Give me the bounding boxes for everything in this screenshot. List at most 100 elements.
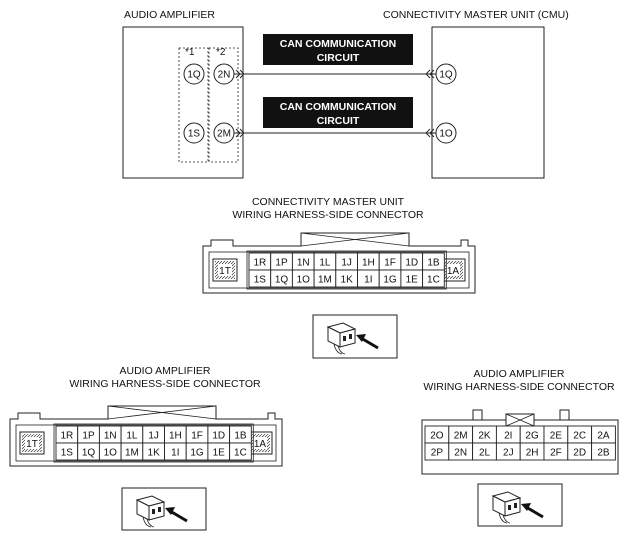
end-key-label-bg xyxy=(218,264,232,276)
connector-pin-label: 2C xyxy=(573,431,586,442)
connector-pin-label: 1R xyxy=(253,258,266,269)
connector-pin-label: 2K xyxy=(478,431,491,442)
connector-pin-label: 1G xyxy=(190,448,204,459)
amp-pin-2m-label: 2M xyxy=(217,129,231,140)
amp-pin-1q xyxy=(183,63,205,85)
cmu-label: CONNECTIVITY MASTER UNIT (CMU) xyxy=(383,9,569,21)
connector-pin-label: 2O xyxy=(430,431,444,442)
connector-pin-label: 2B xyxy=(597,448,610,459)
cmu-box xyxy=(431,26,545,179)
connector-pin-label: 1Q xyxy=(82,448,96,459)
connector-pin-label: 1C xyxy=(427,275,440,286)
connector-pin-cell xyxy=(591,442,616,461)
connector-pin-label: 1T xyxy=(219,266,231,277)
end-key-label-bg xyxy=(446,264,460,276)
connector-view-icon xyxy=(312,314,398,359)
connector-pin-cell xyxy=(229,442,252,461)
connector-group-1 xyxy=(178,47,209,163)
connector-pin-label: 1M xyxy=(318,275,332,286)
connector-pin-label: 1S xyxy=(61,448,74,459)
end-key-label-bg xyxy=(25,437,39,449)
connector-pin-label: 1B xyxy=(427,258,440,269)
amp-pin-1q-label: 1Q xyxy=(187,70,201,81)
connector-pin-label: 1I xyxy=(364,275,372,286)
latch-cross xyxy=(107,405,217,420)
latch-cross xyxy=(505,413,535,427)
cmu-connector-title-2: WIRING HARNESS-SIDE CONNECTOR xyxy=(232,209,424,221)
latch-cross xyxy=(300,232,410,247)
connector-pin-label: 1L xyxy=(319,258,331,269)
can-circuit-2-line2: CIRCUIT xyxy=(317,115,360,127)
connector-pin-label: 2D xyxy=(573,448,586,459)
connector-pin-label: 1K xyxy=(341,275,354,286)
wire-bottom xyxy=(234,128,436,138)
connector-pin-label: 2N xyxy=(454,448,467,459)
connector-pin-label: 2E xyxy=(550,431,563,442)
connector-pin-cell xyxy=(422,269,445,288)
connector-pin-label: 2A xyxy=(597,431,610,442)
connector-pin-label: 1P xyxy=(82,431,95,442)
connector-pin-label: 1T xyxy=(26,439,38,450)
connector-pin-label: 1Q xyxy=(275,275,289,286)
connector-pin-label: 1J xyxy=(341,258,352,269)
connector-pin-label: 1H xyxy=(169,431,182,442)
connector-pin-label: 1A xyxy=(254,439,267,450)
connector-pin-label: 1O xyxy=(104,448,118,459)
connector-frame xyxy=(15,424,277,462)
connector-tab xyxy=(559,409,570,421)
connector-pin-label: 1R xyxy=(60,431,73,442)
amp-pin-2n-label: 2N xyxy=(218,70,231,81)
can-circuit-2-line1: CAN COMMUNICATION xyxy=(280,101,396,113)
end-key-label-bg xyxy=(253,437,267,449)
connector-pin-label: 1J xyxy=(148,431,159,442)
connector-group-2 xyxy=(208,47,239,163)
pin-grid-frame xyxy=(246,250,447,290)
connector-view-icon xyxy=(477,483,563,527)
note-2: *2 xyxy=(216,47,226,58)
connector-pin-label: 2G xyxy=(525,431,539,442)
connector-tab xyxy=(472,409,483,421)
connector-pin-label: 1G xyxy=(383,275,397,286)
connector-pin-label: 1K xyxy=(148,448,161,459)
pin-grid-frame xyxy=(53,423,254,463)
amp-pin-1s xyxy=(183,122,205,144)
connector-pin-label: 1F xyxy=(384,258,396,269)
connector-pin-label: 1E xyxy=(406,275,419,286)
connector-pin-label: 1O xyxy=(297,275,311,286)
amp-connector-2-title-2: WIRING HARNESS-SIDE CONNECTOR xyxy=(423,381,615,393)
connector-pin-label: 1N xyxy=(104,431,117,442)
can-circuit-label-2 xyxy=(263,97,413,128)
connector-pin-label: 2F xyxy=(550,448,562,459)
amp-pin-1s-label: 1S xyxy=(188,129,201,140)
connector-pin-label: 1F xyxy=(191,431,203,442)
cmu-pin-1q-label: 1Q xyxy=(439,70,453,81)
connector-pin-label: 1H xyxy=(362,258,375,269)
connector-pin-label: 1B xyxy=(234,431,247,442)
connector-pin-label: 1L xyxy=(126,431,138,442)
connector-pin-label: 1M xyxy=(125,448,139,459)
connector-pin-label: 1I xyxy=(171,448,179,459)
connector-pin-label: 1P xyxy=(275,258,288,269)
connector-pin-label: 2I xyxy=(504,431,512,442)
wire-top xyxy=(234,69,436,79)
connector-pin-label: 2H xyxy=(526,448,539,459)
amp-connector-1-title-2: WIRING HARNESS-SIDE CONNECTOR xyxy=(69,378,261,390)
connector-pin-label: 1C xyxy=(234,448,247,459)
connector-pin-label: 1D xyxy=(212,431,225,442)
connector-pin-label: 2L xyxy=(479,448,491,459)
audio-amplifier-label: AUDIO AMPLIFIER xyxy=(124,9,215,21)
connector-pin-label: 1S xyxy=(254,275,267,286)
can-circuit-label-1 xyxy=(263,34,413,65)
connector-pin-label: 2P xyxy=(431,448,444,459)
note-1: *1 xyxy=(185,47,195,58)
can-circuit-1-line2: CIRCUIT xyxy=(317,52,360,64)
connector-pin-label: 1D xyxy=(405,258,418,269)
cmu-connector-title-1: CONNECTIVITY MASTER UNIT xyxy=(252,196,405,208)
connector-pin-label: 2M xyxy=(454,431,468,442)
connector-pin-label: 1N xyxy=(297,258,310,269)
connector-frame xyxy=(208,251,470,289)
